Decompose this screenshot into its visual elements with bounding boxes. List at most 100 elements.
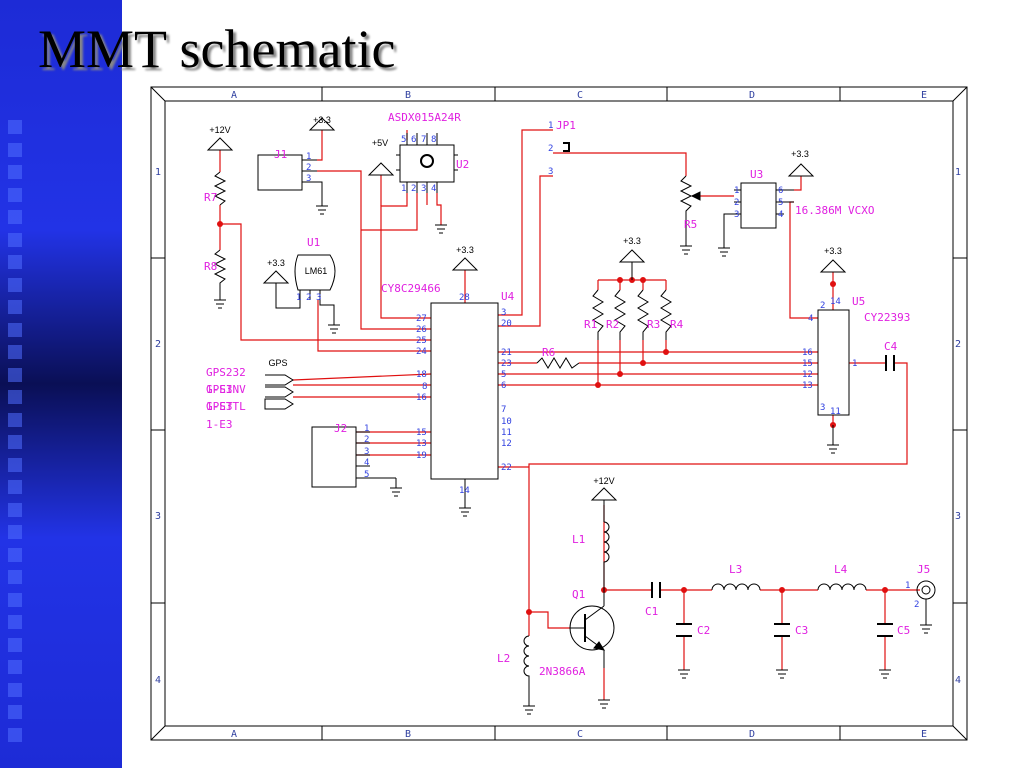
sidebar-square	[8, 277, 22, 292]
ground-symbols	[214, 205, 932, 715]
svg-text:7: 7	[501, 405, 506, 415]
svg-text:14: 14	[459, 486, 470, 496]
u4-body	[430, 302, 499, 480]
r5-symbol	[679, 175, 693, 246]
svg-text:12: 12	[802, 370, 813, 380]
r4-symbol	[660, 289, 672, 340]
ground-symbol	[920, 624, 932, 634]
svg-text:1: 1	[905, 581, 910, 591]
svg-text:1: 1	[364, 424, 369, 434]
svg-text:8: 8	[422, 382, 427, 392]
frame-labels: A B C D E A B C D E 1 2 3 4 1 2 3 4	[155, 90, 961, 740]
ground-symbol	[827, 425, 839, 454]
sidebar-square	[8, 615, 22, 629]
svg-text:11: 11	[830, 407, 841, 417]
svg-text:18: 18	[416, 370, 427, 380]
svg-text:20: 20	[501, 319, 512, 329]
row-label-right: 4	[955, 675, 961, 686]
svg-text:6: 6	[778, 186, 783, 196]
ground-symbol	[523, 705, 535, 715]
row-label-right: 2	[955, 339, 961, 350]
svg-text:8: 8	[431, 135, 436, 145]
col-label-top: A	[231, 90, 237, 101]
power-label-33: +3.3	[267, 258, 285, 268]
ground-symbol	[459, 507, 471, 517]
junction-dot	[617, 277, 623, 283]
ground-symbol	[390, 487, 402, 497]
pin-numbers: 27 26 25 24 18 8 16 15 13 19 3 20 21 23 …	[296, 121, 919, 610]
sidebar-square	[8, 457, 22, 472]
col-label-top: D	[749, 90, 755, 101]
r6-symbol	[536, 357, 580, 369]
power-label-33: +3.3	[824, 246, 842, 256]
sidebar-square	[8, 592, 22, 607]
jp1-label: JP1	[556, 119, 576, 132]
c2-label: C2	[697, 624, 710, 637]
u2-label: U2	[456, 158, 469, 171]
svg-text:1: 1	[734, 186, 739, 196]
u3-label: U3	[750, 168, 763, 181]
col-label-top: C	[577, 90, 583, 101]
asdx-label: ASDX015A24R	[388, 111, 461, 124]
ground-symbol	[678, 669, 690, 679]
svg-text:5: 5	[401, 135, 406, 145]
svg-text:26: 26	[416, 325, 427, 335]
col-label-top: B	[405, 90, 411, 101]
svg-text:21: 21	[501, 348, 512, 358]
svg-text:12: 12	[501, 439, 512, 449]
wires	[219, 129, 920, 700]
col-label-top: E	[921, 90, 927, 101]
svg-text:3: 3	[316, 293, 321, 303]
col-label-bottom: A	[231, 729, 237, 740]
sidebar-square	[8, 727, 22, 742]
power-label-12v: +12V	[209, 125, 230, 135]
junction-dot	[640, 360, 646, 366]
svg-text:4: 4	[808, 314, 813, 324]
gpsttl-label: GPSTTL	[206, 400, 246, 413]
svg-text:27: 27	[416, 314, 427, 324]
power-triangle	[206, 137, 234, 151]
l4-symbol	[817, 583, 867, 591]
junction-dot	[681, 587, 687, 593]
power-labels: +12V +3.3 +5V +3.3 +3.3 +3.3 +3.3 +3.3 +…	[209, 115, 842, 486]
j1-body	[257, 154, 303, 191]
u1-body	[294, 254, 336, 291]
row-label-left: 4	[155, 675, 161, 686]
power-label-12v: +12V	[593, 476, 614, 486]
j1-label: J1	[274, 148, 287, 161]
u1-label: U1	[307, 236, 320, 249]
sidebar-square	[8, 232, 22, 247]
sidebar-square	[8, 705, 22, 719]
c5-label: C5	[897, 624, 910, 637]
u5-body	[817, 309, 850, 416]
svg-text:3: 3	[421, 184, 426, 194]
ground-symbol	[776, 669, 788, 679]
svg-text:2: 2	[364, 435, 369, 445]
junction-dot	[779, 587, 785, 593]
j2-body	[311, 426, 357, 488]
power-label-33: +3.3	[313, 115, 331, 125]
power-label-33: +3.3	[456, 245, 474, 255]
vcxo-label: 16.386M VCXO	[795, 204, 874, 217]
power-triangle	[308, 117, 336, 131]
row-label-right: 1	[955, 167, 961, 178]
ground-symbol	[316, 205, 328, 215]
ground-symbol	[598, 699, 610, 709]
r2-symbol	[614, 289, 626, 340]
svg-text:14: 14	[830, 297, 841, 307]
power-label-33: +3.3	[623, 236, 641, 246]
sidebar-square	[8, 322, 22, 337]
drawing-frame	[150, 86, 968, 741]
gpsinv-label: GPSINV	[206, 383, 246, 396]
svg-text:2: 2	[411, 184, 416, 194]
power-label-5v: +5V	[372, 138, 388, 148]
svg-text:6: 6	[501, 381, 506, 391]
sidebar-square	[8, 300, 22, 314]
svg-text:5: 5	[501, 370, 506, 380]
svg-text:13: 13	[416, 439, 427, 449]
svg-text:7: 7	[421, 135, 426, 145]
lm61-label: LM61	[305, 266, 328, 276]
sidebar-square	[8, 142, 22, 157]
svg-text:28: 28	[459, 293, 470, 303]
